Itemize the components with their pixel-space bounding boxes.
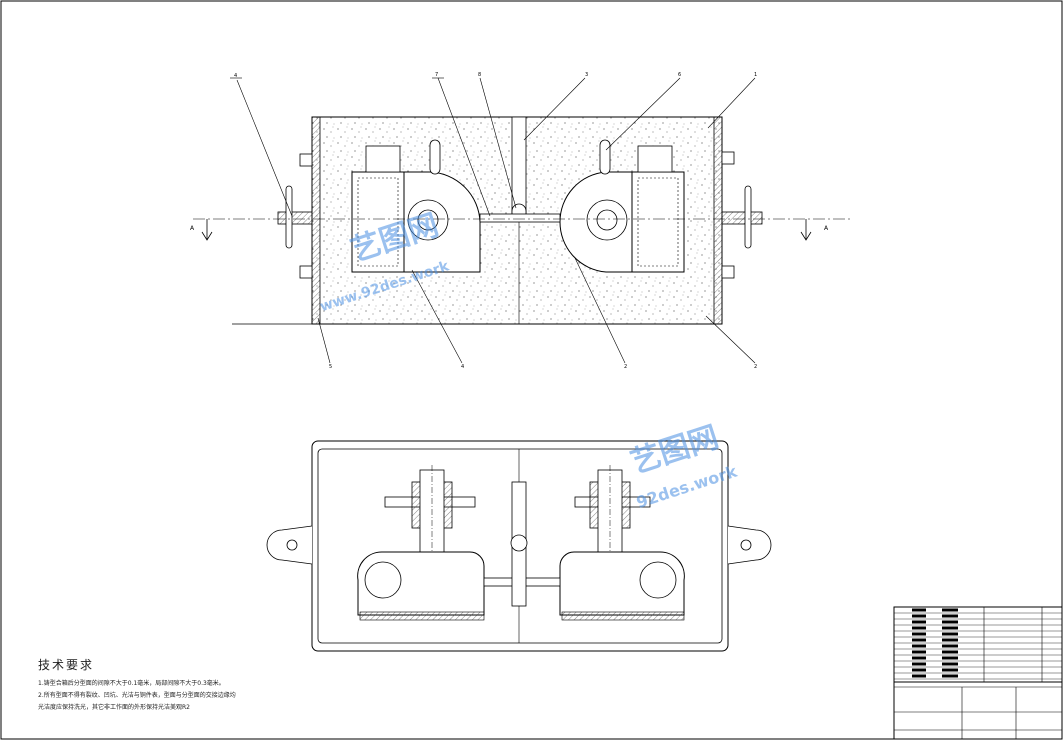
plan-view <box>266 440 772 652</box>
technical-requirements: 技术要求 1.铸型合箱后分型面的间隙不大于0.1毫米，局部间隙不大于0.3毫米。… <box>38 656 236 715</box>
title-block-cell-text <box>912 620 926 624</box>
title-block-cell-text <box>942 626 958 630</box>
title-block-cell-text <box>912 614 926 618</box>
part-number-4-bottom: 4 <box>461 364 464 370</box>
title-block-cell-text <box>942 668 958 672</box>
part-number-7: 7 <box>435 72 438 78</box>
title-block-cell-text <box>942 638 958 642</box>
requirement-item: 光洁度应保持洗光，其它非工作面的外形保持光洁美观R2 <box>38 704 190 711</box>
title-block-cell-text <box>942 620 958 624</box>
part-number-6: 6 <box>678 72 681 78</box>
part-number-2-right: 2 <box>754 364 757 370</box>
title-block-cell-text <box>912 638 926 642</box>
title-block-cell-text <box>942 662 958 666</box>
title-block <box>893 606 1063 740</box>
title-block-cell-text <box>912 650 926 654</box>
section-label-left: A <box>190 225 195 232</box>
requirement-item: 2.所有型面不得有裂纹、凹坑、光洁与铜件表，型面与分型面的交接边缘均 <box>38 692 236 699</box>
title-block-cell-text <box>912 674 926 678</box>
title-block-cell-text <box>942 608 958 612</box>
part-number-8: 8 <box>478 72 481 78</box>
title-block-cell-text <box>912 668 926 672</box>
title-block-cell-text <box>912 644 926 648</box>
part-number-1: 1 <box>754 72 757 78</box>
part-number-4-top: 4 <box>234 73 237 79</box>
part-number-2-mid: 2 <box>624 364 627 370</box>
title-block-cell-text <box>912 608 926 612</box>
title-block-cell-text <box>942 614 958 618</box>
title-block-cell-text <box>912 632 926 636</box>
title-block-cell-text <box>912 656 926 660</box>
title-block-cell-text <box>942 656 958 660</box>
section-label-right: A <box>824 225 829 232</box>
title-block-cell-text <box>942 632 958 636</box>
title-block-cell-text <box>942 644 958 648</box>
technical-requirements-title: 技术要求 <box>38 658 95 672</box>
title-block-cell-text <box>942 650 958 654</box>
section-view <box>193 77 850 364</box>
title-block-cell-text <box>912 626 926 630</box>
part-number-5: 5 <box>329 364 332 370</box>
requirement-item: 1.铸型合箱后分型面的间隙不大于0.1毫米，局部间隙不大于0.3毫米。 <box>38 680 225 687</box>
title-block-cell-text <box>912 662 926 666</box>
part-number-3: 3 <box>585 72 588 78</box>
title-block-cell-text <box>942 674 958 678</box>
